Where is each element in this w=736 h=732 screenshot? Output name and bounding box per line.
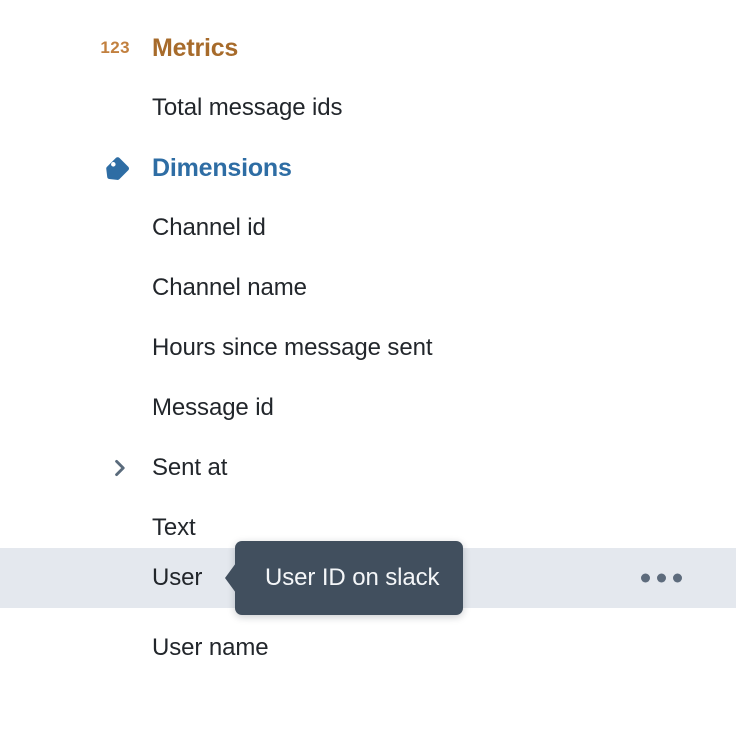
- field-item-hours-since-message-sent-gutter: [0, 318, 152, 378]
- field-item-channel-name[interactable]: Channel name: [0, 258, 736, 318]
- ellipsis-dot: [657, 573, 666, 583]
- field-item-text[interactable]: Text: [0, 498, 736, 558]
- field-item-hours-since-message-sent-label: Hours since message sent: [152, 334, 433, 361]
- ellipsis-dot: [673, 573, 682, 583]
- field-item-user-name[interactable]: User name: [0, 618, 736, 678]
- field-item-message-id-label: Message id: [152, 394, 274, 421]
- field-item-total-message-ids[interactable]: Total message ids: [0, 78, 736, 138]
- group-header-dimensions-label: Dimensions: [152, 153, 292, 182]
- field-item-channel-id[interactable]: Channel id: [0, 198, 736, 258]
- field-item-sent-at-gutter: [0, 438, 152, 498]
- field-item-channel-name-gutter: [0, 258, 152, 318]
- group-header-metrics-gutter: 123: [0, 18, 152, 78]
- field-item-user-label: User: [152, 564, 203, 591]
- number-123-icon: 123: [100, 38, 130, 57]
- field-item-total-message-ids-label: Total message ids: [152, 94, 343, 121]
- field-item-user-name-label: User name: [152, 634, 269, 661]
- group-header-dimensions-gutter: [0, 138, 152, 198]
- field-item-hours-since-message-sent[interactable]: Hours since message sent: [0, 318, 736, 378]
- field-item-user-gutter: [0, 548, 152, 608]
- field-item-channel-id-gutter: [0, 198, 152, 258]
- field-item-sent-at-label: Sent at: [152, 454, 228, 481]
- chevron-right-icon[interactable]: [110, 458, 130, 478]
- field-description-tooltip: User ID on slack: [225, 541, 464, 615]
- group-header-dimensions[interactable]: Dimensions: [0, 138, 736, 198]
- field-item-text-label: Text: [152, 514, 196, 541]
- field-item-total-message-ids-gutter: [0, 78, 152, 138]
- tooltip-text: User ID on slack: [265, 564, 440, 591]
- field-item-channel-id-label: Channel id: [152, 214, 266, 241]
- ellipsis-horizontal-icon[interactable]: [639, 568, 684, 589]
- group-header-metrics-label: Metrics: [152, 33, 239, 62]
- tooltip-arrow: [225, 563, 236, 593]
- field-item-message-id-gutter: [0, 378, 152, 438]
- field-item-sent-at[interactable]: Sent at: [0, 438, 736, 498]
- field-item-user-name-gutter: [0, 618, 152, 678]
- field-item-message-id[interactable]: Message id: [0, 378, 736, 438]
- field-item-channel-name-label: Channel name: [152, 274, 307, 301]
- group-header-metrics[interactable]: 123 Metrics: [0, 18, 736, 78]
- tag-icon: [106, 157, 129, 180]
- ellipsis-dot: [641, 573, 650, 583]
